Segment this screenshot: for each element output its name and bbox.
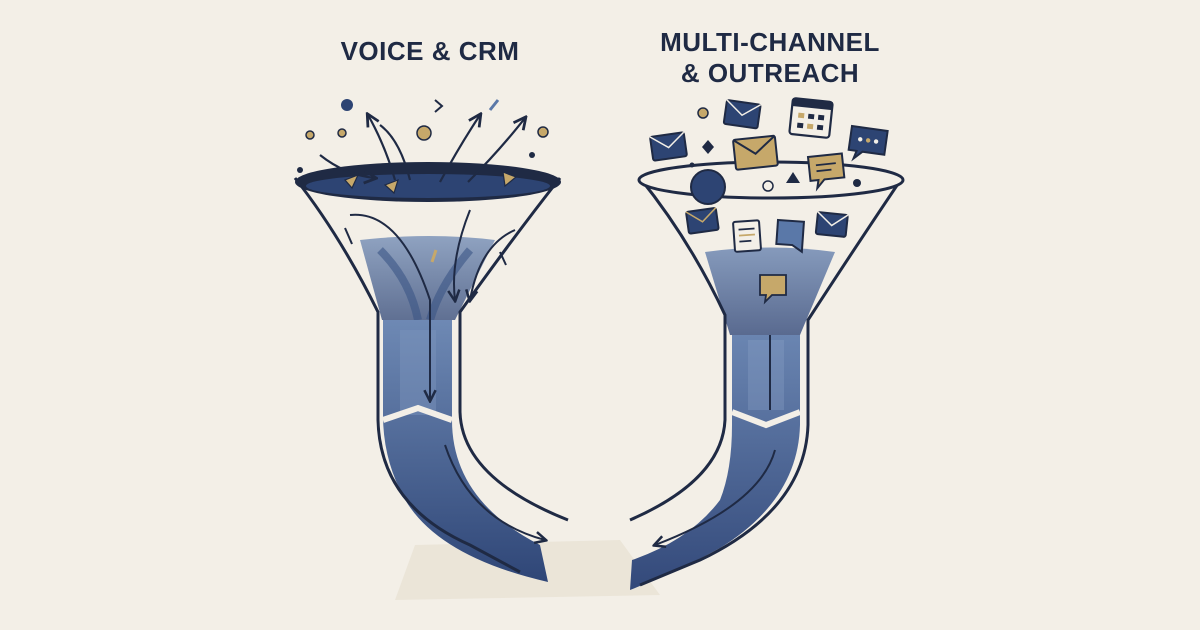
mail-icon [732, 134, 779, 171]
dot-icon [341, 99, 353, 111]
dot-icon [697, 107, 709, 119]
dot-icon [762, 180, 774, 192]
multichannel-funnel-outline [629, 177, 904, 587]
arrow-icon [488, 99, 500, 111]
dot-icon [305, 130, 315, 140]
voice-funnel-outline [293, 177, 569, 574]
dot-icon [537, 126, 549, 138]
multichannel-title-line-1: MULTI-CHANNEL [660, 27, 880, 57]
chat-bubble-icon [759, 274, 787, 305]
chat-bubble-icon [775, 218, 806, 254]
voice-crm-title: VOICE & CRM [270, 36, 590, 67]
calendar-icon [788, 97, 834, 139]
multichannel-funnel-tube [630, 335, 800, 590]
mail-icon [685, 207, 720, 235]
mail-icon [649, 131, 688, 162]
dot-icon [297, 167, 303, 173]
document-icon [732, 219, 762, 253]
spark-icon [502, 171, 518, 188]
dot-icon [529, 152, 535, 158]
dot-icon [689, 162, 695, 168]
chat-bubble-icon [806, 152, 846, 192]
spark-icon [702, 140, 714, 154]
mail-icon [814, 211, 849, 238]
dot-icon [416, 125, 432, 141]
spark-icon [343, 173, 360, 190]
dot-icon [853, 179, 861, 187]
spark-icon [383, 178, 399, 195]
chat-bubble-icon [847, 124, 889, 162]
multichannel-title-line-2: & OUTREACH [680, 58, 860, 88]
spark-icon [786, 172, 800, 183]
voice-crm-title-text: VOICE & CRM [340, 36, 520, 66]
multichannel-title: MULTI-CHANNEL & OUTREACH [600, 27, 940, 89]
multichannel-funnel-rim [637, 160, 905, 200]
voice-crm-funnel [293, 99, 569, 582]
dot-icon [690, 169, 726, 205]
multichannel-funnel [629, 97, 905, 590]
arrow-icon [434, 99, 444, 113]
mail-icon [722, 99, 762, 130]
dot-icon [337, 128, 347, 138]
